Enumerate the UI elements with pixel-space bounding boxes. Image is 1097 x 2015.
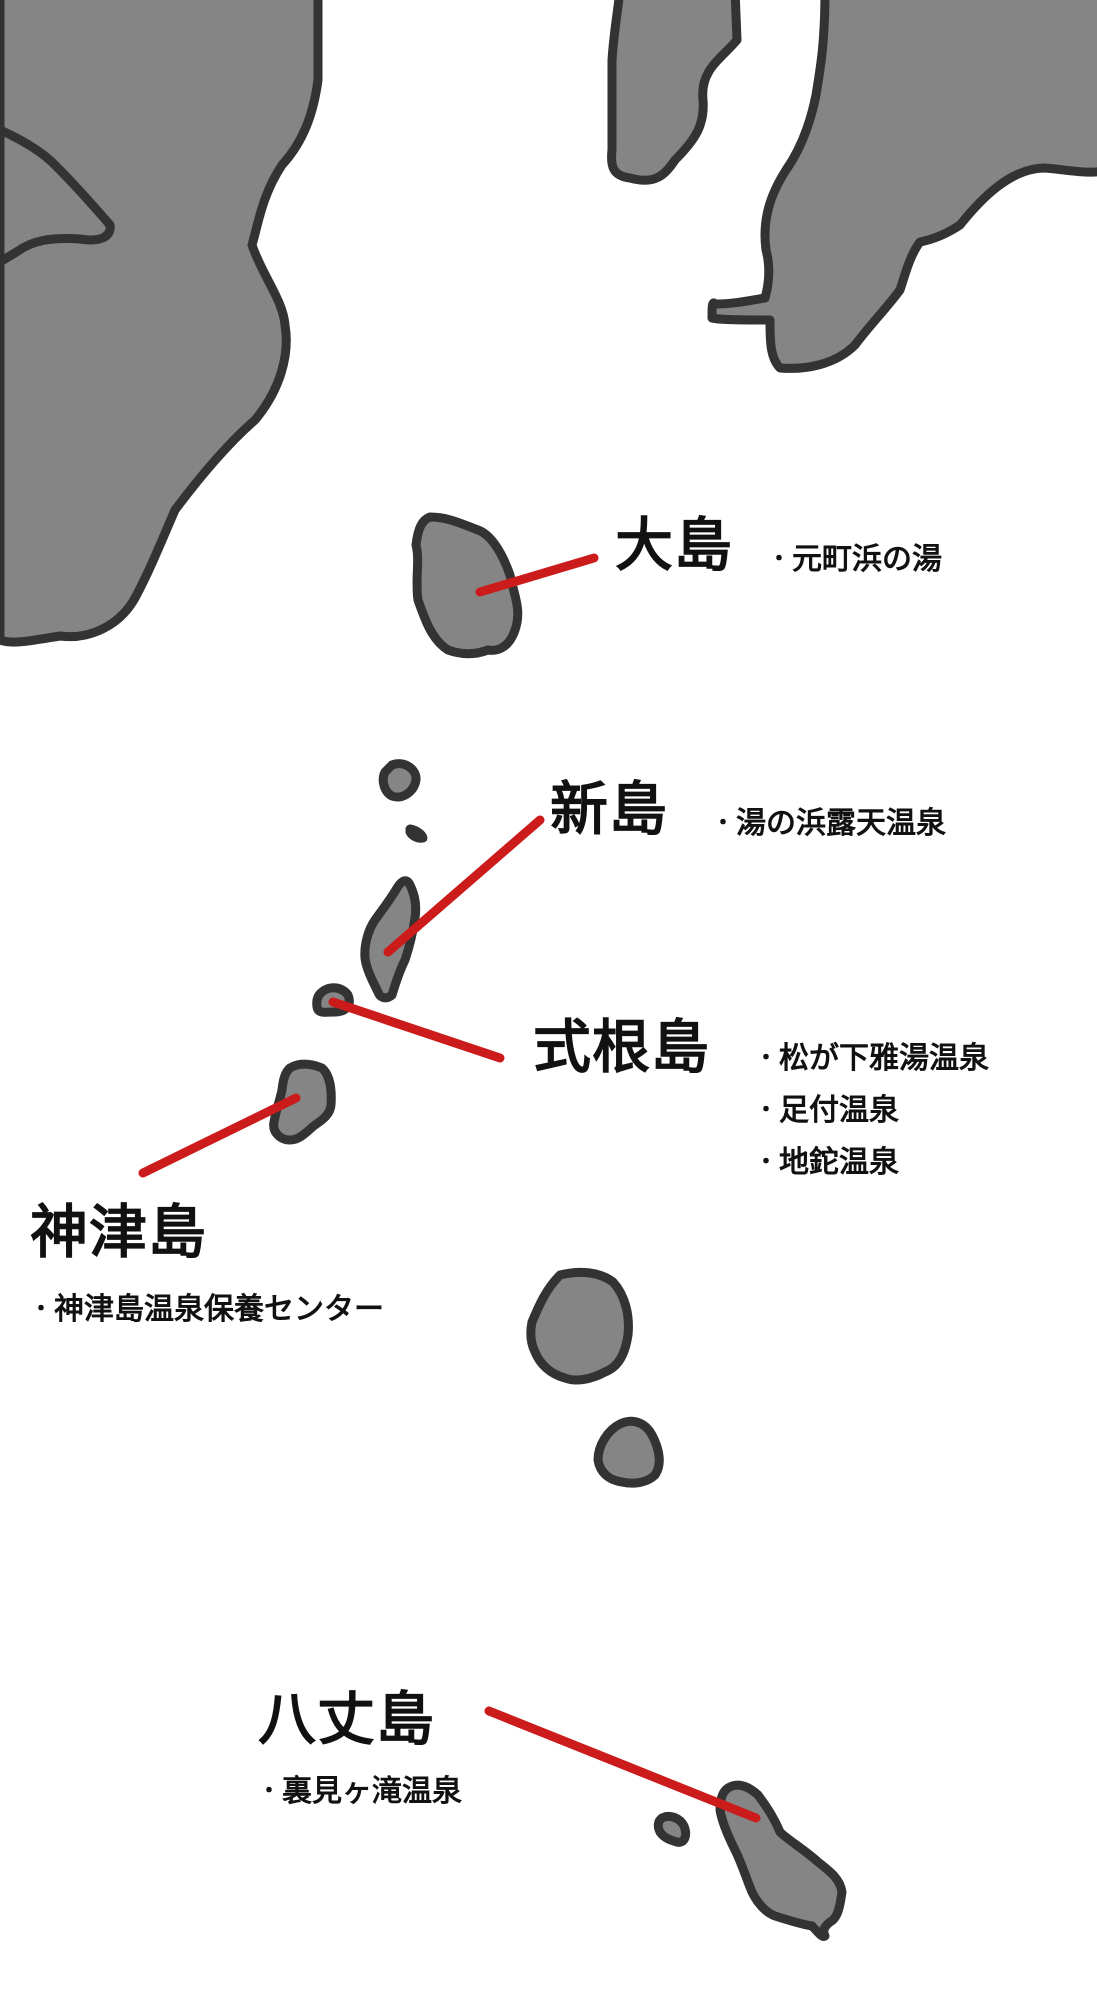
leader-line-kozushima — [138, 1093, 301, 1178]
island-name-kozushima: 神津島 — [30, 1198, 208, 1266]
island-name-hachijojima: 八丈島 — [258, 1685, 436, 1753]
hot-spring-item: 松が下雅湯温泉 — [755, 1033, 989, 1085]
island-toshima-shape — [378, 759, 421, 802]
island-mikurajima-shape — [593, 1416, 664, 1488]
mainland-left — [0, 0, 323, 647]
leader-line-oshima — [475, 553, 599, 597]
island-kozushima-shape — [269, 1059, 336, 1145]
hot-spring-item: 元町浜の湯 — [768, 534, 942, 586]
hot-spring-item: 裏見ヶ滝温泉 — [258, 1766, 462, 1818]
island-name-oshima: 大島 — [615, 511, 734, 579]
island-miyakejima-shape — [526, 1267, 633, 1385]
leader-line-shikinejima — [328, 997, 505, 1063]
hot-spring-list-hachijojima: 裏見ヶ滝温泉 — [258, 1766, 462, 1818]
hot-spring-item: 神津島温泉保養センター — [30, 1284, 384, 1336]
island-name-shikinejima: 式根島 — [533, 1013, 711, 1081]
hot-spring-list-kozushima: 神津島温泉保養センター — [30, 1284, 384, 1336]
hot-spring-list-niijima: 湯の浜露天温泉 — [712, 798, 946, 850]
hot-spring-item: 湯の浜露天温泉 — [712, 798, 946, 850]
hot-spring-item: 地鉈温泉 — [755, 1137, 989, 1189]
hot-spring-item: 足付温泉 — [755, 1085, 989, 1137]
island-niijima-shape — [360, 876, 421, 1003]
island-islet-shape — [405, 824, 428, 843]
island-name-niijima: 新島 — [550, 775, 669, 843]
leader-line-hachijojima — [484, 1706, 761, 1823]
mainland-miura — [607, 0, 742, 185]
mainland-boso — [707, 0, 1097, 373]
leader-line-niijima — [383, 815, 545, 957]
island-oshima-shape — [411, 512, 523, 659]
island-hachijo-kojima-shape — [653, 1811, 691, 1847]
island-hachijojima-shape — [715, 1780, 847, 1941]
hot-spring-list-oshima: 元町浜の湯 — [768, 534, 942, 586]
hot-spring-list-shikinejima: 松が下雅湯温泉 足付温泉 地鉈温泉 — [755, 1033, 989, 1189]
